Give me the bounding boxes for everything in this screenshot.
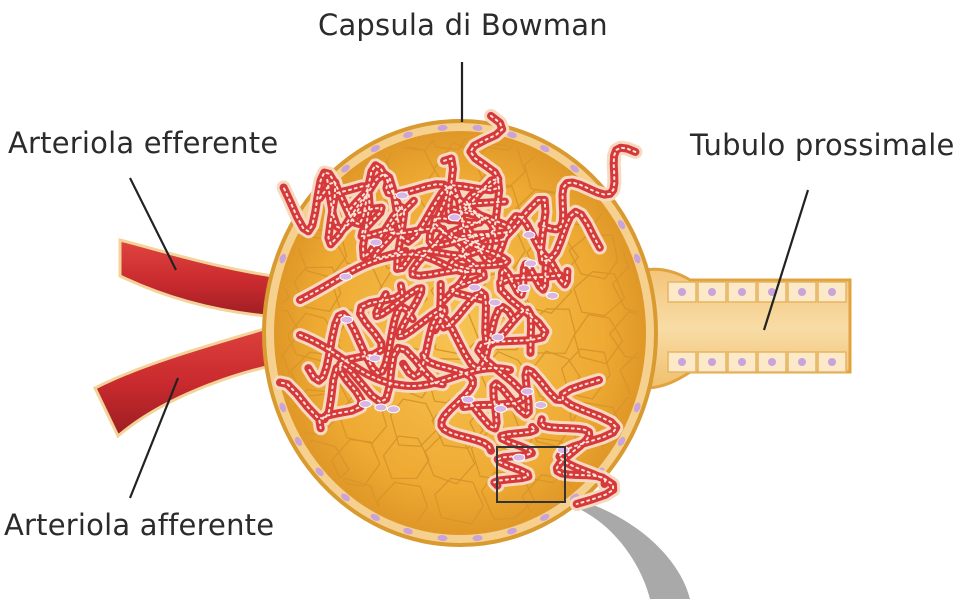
tuft-nucleus — [489, 299, 501, 306]
capsule-cell — [559, 96, 609, 145]
capsule-cell — [243, 433, 287, 481]
tuft-nucleus — [547, 292, 559, 299]
tuft-nucleus — [492, 334, 504, 341]
tuft-nucleus — [535, 402, 547, 409]
tuft-nucleus — [387, 406, 399, 413]
cell-nucleus — [708, 358, 716, 366]
label-tubulo-prossimale: Tubulo prossimale — [690, 128, 955, 162]
label-arteriola-efferente: Arteriola efferente — [8, 126, 278, 160]
capsule-cell — [288, 108, 343, 153]
tuft-nucleus — [396, 192, 408, 199]
cell-nucleus — [828, 358, 836, 366]
tuft-nucleus — [495, 405, 507, 412]
label-capsula-di-bowman: Capsula di Bowman — [318, 8, 608, 42]
cell-nucleus — [738, 288, 746, 296]
tuft-nucleus — [462, 396, 474, 403]
tuft-nucleus — [375, 404, 387, 411]
tuft-nucleus — [521, 388, 533, 395]
cell-nucleus — [798, 358, 806, 366]
label-arteriola-afferente: Arteriola afferente — [4, 508, 274, 542]
cell-nucleus — [768, 358, 776, 366]
cell-nucleus — [798, 288, 806, 296]
tuft-nucleus — [525, 260, 537, 267]
tuft-nucleus — [523, 231, 535, 238]
tuft-nucleus — [359, 401, 371, 408]
cell-nucleus — [678, 358, 686, 366]
cell-nucleus — [708, 288, 716, 296]
tuft-nucleus — [513, 454, 525, 461]
cell-nucleus — [678, 288, 686, 296]
tuft-nucleus — [340, 273, 352, 280]
tuft-nucleus — [469, 284, 481, 291]
tuft-nucleus — [518, 285, 530, 292]
tuft-nucleus — [369, 355, 381, 362]
tuft-nucleus — [370, 239, 382, 246]
tuft-nucleus — [449, 214, 461, 221]
tuft-nucleus — [341, 316, 353, 323]
cell-nucleus — [828, 288, 836, 296]
cell-nucleus — [738, 358, 746, 366]
zoom-callout-wedge — [570, 500, 690, 599]
